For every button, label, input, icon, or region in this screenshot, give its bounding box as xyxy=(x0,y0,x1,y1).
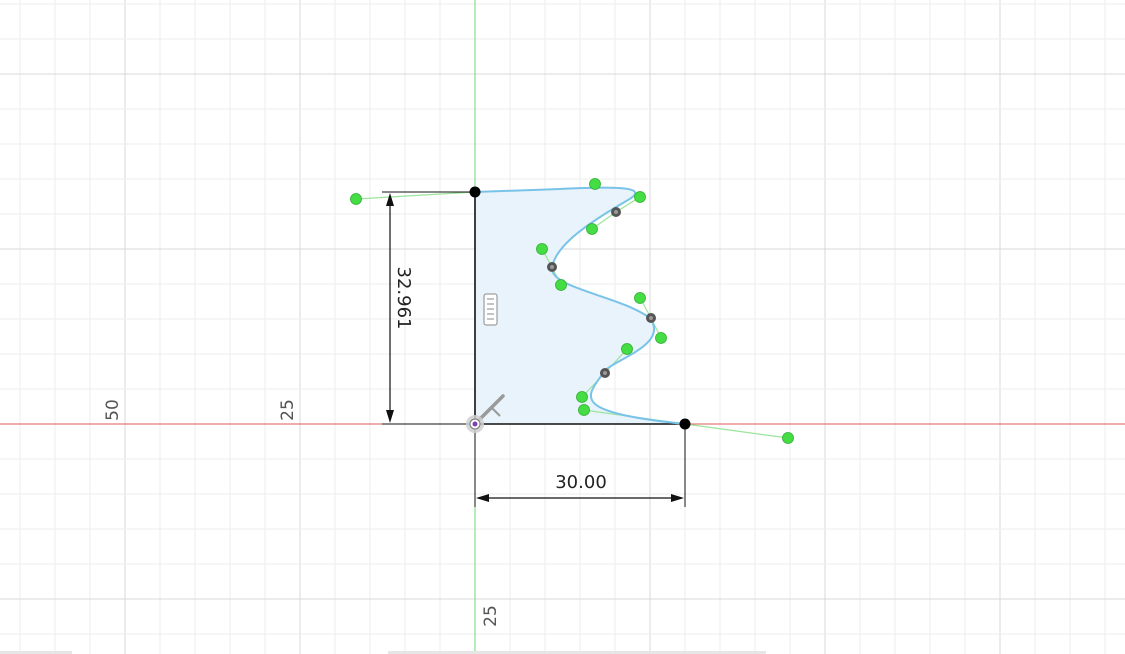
control-point xyxy=(782,432,794,444)
axis-label-y-25: 25 xyxy=(481,605,501,627)
profile-region[interactable] xyxy=(475,187,685,424)
fit-point xyxy=(600,368,610,378)
fit-point xyxy=(611,207,621,217)
endpoint-bottom-right[interactable] xyxy=(679,418,691,430)
dimension-width[interactable]: 30.00 xyxy=(474,424,686,507)
fix-constraint-icon[interactable] xyxy=(483,293,498,326)
control-point xyxy=(634,292,646,304)
bottom-panel-edge-center xyxy=(388,651,766,654)
spline-fit-points[interactable] xyxy=(547,207,656,378)
axis-label-x-25: 25 xyxy=(278,399,298,421)
endpoint-top-left[interactable] xyxy=(469,186,481,198)
fit-point xyxy=(646,313,656,323)
control-point xyxy=(555,279,567,291)
control-point xyxy=(536,243,548,255)
control-point xyxy=(578,404,590,416)
control-point xyxy=(586,223,598,235)
control-point xyxy=(576,391,588,403)
control-point xyxy=(350,193,362,205)
control-point xyxy=(621,343,633,355)
spline-control-points[interactable] xyxy=(350,178,794,444)
dimension-height[interactable]: 32.961 xyxy=(382,191,475,425)
control-point xyxy=(589,178,601,190)
control-point xyxy=(634,191,646,203)
spline-curve[interactable] xyxy=(474,186,686,425)
sketch-lines[interactable] xyxy=(474,192,685,425)
bottom-panel-edge-left xyxy=(0,651,72,654)
axis-label-x-50: 50 xyxy=(103,399,123,421)
fit-point xyxy=(547,262,557,272)
control-point xyxy=(655,332,667,344)
sketch-origin-icon[interactable] xyxy=(466,394,505,433)
dimension-width-value[interactable]: 30.00 xyxy=(555,472,607,493)
dimension-height-value[interactable]: 32.961 xyxy=(393,267,414,330)
